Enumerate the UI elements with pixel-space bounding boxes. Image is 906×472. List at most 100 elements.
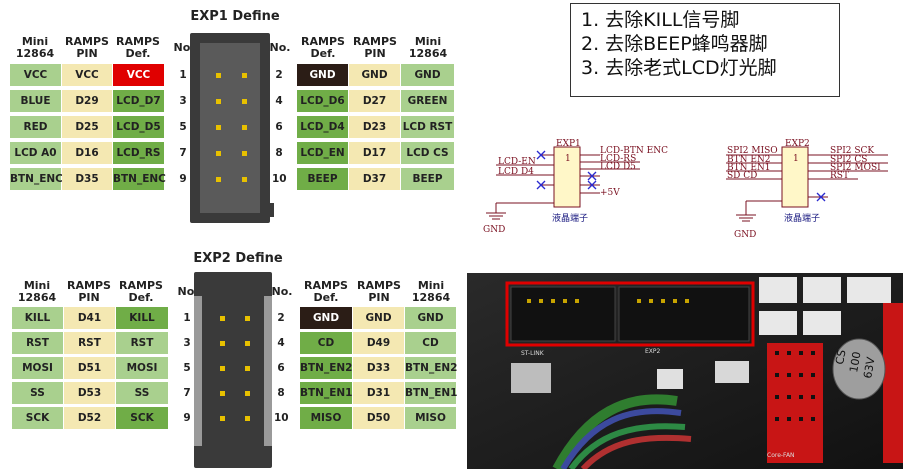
schematic-exp2-pin1: 1: [793, 154, 799, 164]
schematic-exp2-left-label: SD CD: [727, 171, 757, 181]
exp2-pin-dot: [245, 341, 250, 346]
schematic-exp1-right-label: LCD D5: [600, 162, 636, 172]
exp1-r1-pin: GND: [349, 64, 400, 86]
exp2-l4-mini: SS: [12, 382, 63, 404]
exp2-r3-pin: D33: [353, 357, 404, 379]
schematic-exp2-caption: 液晶端子: [784, 212, 820, 224]
exp2-l1-pin: D41: [64, 307, 115, 329]
exp2-hdr-pin-left: RAMPS PIN: [67, 279, 111, 304]
exp2-r5-def: MISO: [300, 407, 352, 429]
exp1-l3-def: LCD_D5: [113, 116, 164, 138]
exp2-hdr-no-left: No.: [177, 285, 199, 298]
exp2-l5-no: 9: [183, 412, 191, 424]
exp1-pin-dot: [216, 73, 221, 78]
exp2-pin-dot: [245, 366, 250, 371]
exp2-r1-pin: GND: [353, 307, 404, 329]
exp1-r5-no: 10: [272, 173, 287, 185]
exp1-l1-def: VCC: [113, 64, 164, 86]
exp1-r5-def: BEEP: [297, 168, 348, 190]
exp1-r5-mini: BEEP: [401, 168, 454, 190]
exp1-r3-def: LCD_D4: [297, 116, 348, 138]
exp2-pin-dot: [220, 366, 225, 371]
exp1-l4-def: LCD_RS: [113, 142, 164, 164]
exp1-r1-no: 2: [275, 69, 283, 81]
exp1-r4-no: 8: [275, 147, 283, 159]
exp1-hdr-pin-right: RAMPS PIN: [353, 35, 397, 60]
exp1-l4-pin: D16: [62, 142, 112, 164]
note-line: 1. 去除KILL信号脚: [581, 9, 740, 31]
exp2-l5-def: SCK: [116, 407, 168, 429]
exp1-pin-dot: [242, 177, 247, 182]
exp1-pin-dot: [242, 99, 247, 104]
exp2-r2-pin: D49: [353, 332, 404, 354]
exp2-l4-no: 7: [183, 387, 191, 399]
exp1-l1-no: 1: [179, 69, 187, 81]
exp2-l5-pin: D52: [64, 407, 115, 429]
exp1-pin-dot: [216, 99, 221, 104]
exp1-connector-key: [266, 203, 274, 217]
schematic-exp1-right-label: +5V: [600, 188, 620, 198]
exp1-l4-mini: LCD A0: [10, 142, 61, 164]
exp2-pin-dot: [245, 416, 250, 421]
exp1-l1-mini: VCC: [10, 64, 61, 86]
exp1-r5-pin: D37: [349, 168, 400, 190]
schematic-exp1-left-label: LCD D4: [498, 167, 534, 177]
exp2-hdr-mini-right: Mini 12864: [411, 279, 451, 304]
exp2-r2-no: 4: [277, 337, 285, 349]
exp1-hdr-no-right: No.: [269, 41, 291, 54]
exp2-r1-def: GND: [300, 307, 352, 329]
schematic-exp1-body: [553, 146, 581, 208]
exp2-r3-def: BTN_EN2: [300, 357, 352, 379]
exp2-pin-dot: [220, 416, 225, 421]
exp2-r4-pin: D31: [353, 382, 404, 404]
exp1-r1-def: GND: [297, 64, 348, 86]
board-photo-illustration: CS 100 63V ST-LINK EXP2 Core-FAN: [467, 273, 903, 469]
schematic-exp2-body: [781, 146, 809, 208]
exp1-l2-def: LCD_D7: [113, 90, 164, 112]
exp1-connector-slot: [200, 43, 260, 213]
schematic-exp2-left-label: BTN EN2: [727, 155, 771, 165]
exp2-hdr-no-right: No.: [271, 285, 293, 298]
exp2-l3-pin: D51: [64, 357, 115, 379]
exp1-r2-pin: D27: [349, 90, 400, 112]
exp2-r2-mini: CD: [405, 332, 456, 354]
exp1-hdr-pin-left: RAMPS PIN: [65, 35, 109, 60]
exp1-pin-dot: [216, 151, 221, 156]
exp2-pin-dot: [220, 341, 225, 346]
exp1-l3-mini: RED: [10, 116, 61, 138]
exp2-r4-def: BTN_EN1: [300, 382, 352, 404]
exp2-l5-mini: SCK: [12, 407, 63, 429]
exp2-l1-no: 1: [183, 312, 191, 324]
capacitor-label: 100: [847, 351, 863, 374]
exp2-connector-slot-right: [264, 296, 272, 446]
schematic-exp1-pin1: 1: [565, 154, 571, 164]
schematic-exp2: EXP2 1 SPI2 MISO BTN EN2 BTN EN1 SD CD S…: [726, 139, 888, 240]
exp1-r3-no: 6: [275, 121, 283, 133]
exp2-l3-mini: MOSI: [12, 357, 63, 379]
exp1-title: EXP1 Define: [190, 9, 280, 24]
exp1-r3-pin: D23: [349, 116, 400, 138]
exp2-connector-slot: [194, 296, 202, 446]
exp2-connector: [194, 272, 272, 468]
schematic-exp2-right-label: SPI2 MOSI: [830, 163, 881, 173]
schematic-exp2-left-label: BTN EN1: [727, 163, 771, 173]
exp1-hdr-mini-right: Mini 12864: [408, 35, 448, 60]
schematic-exp1: EXP1 1 LCD-EN LCD D4 LCD-BTN ENC LCD-RS …: [483, 139, 668, 235]
board-photo: CS 100 63V ST-LINK EXP2 Core-FAN: [467, 273, 903, 469]
exp2-r5-mini: MISO: [405, 407, 456, 429]
schematic-exp1-gnd: GND: [483, 225, 505, 235]
exp1-l5-def: BTN_ENC: [113, 168, 166, 190]
exp1-l2-mini: BLUE: [10, 90, 61, 112]
capacitor-label: CS: [833, 349, 848, 366]
schematic-exp1-right-label: LCD-RS: [600, 154, 636, 164]
exp2-hdr-mini-left: Mini 12864: [17, 279, 57, 304]
exp1-hdr-mini-left: Mini 12864: [15, 35, 55, 60]
exp1-l2-pin: D29: [62, 90, 112, 112]
schematic-exp1-ref: EXP1: [556, 139, 581, 149]
capacitor-label: 63V: [861, 356, 878, 380]
schematic-exp2-gnd: GND: [734, 230, 756, 240]
exp2-l4-pin: D53: [64, 382, 115, 404]
silk-st-link: ST-LINK: [521, 350, 545, 357]
exp2-l2-pin: RST: [64, 332, 115, 354]
notes-box: 1. 去除KILL信号脚 2. 去除BEEP蜂鸣器脚 3. 去除老式LCD灯光脚: [570, 3, 840, 97]
